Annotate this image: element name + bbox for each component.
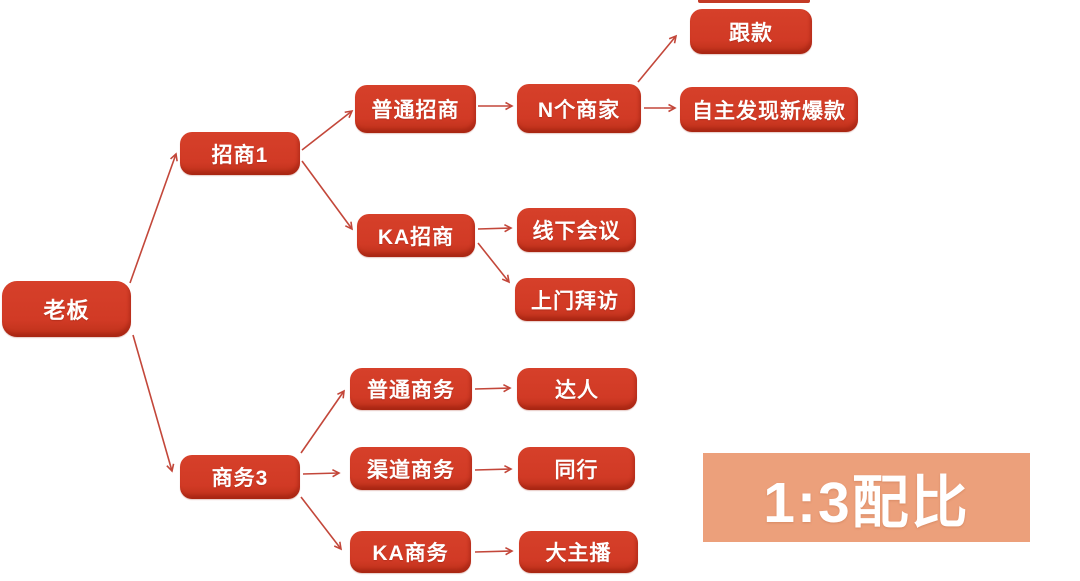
node-door-visit: 上门拜访 bbox=[515, 278, 635, 321]
edge-boss-sw3 bbox=[132, 334, 175, 473]
edge-zs1-ptzs bbox=[301, 109, 354, 151]
node-shangwu-3: 商务3 bbox=[180, 455, 300, 499]
node-ka-shangwu: KA商务 bbox=[350, 531, 471, 573]
node-boss: 老板 bbox=[2, 281, 131, 337]
edge-sw3-qdsw bbox=[302, 468, 341, 478]
node-putong-zhaoshang: 普通招商 bbox=[355, 85, 476, 133]
edge-sw3-kasw bbox=[300, 496, 343, 551]
node-discover-new-hits: 自主发现新爆款 bbox=[680, 87, 858, 132]
node-ka-zhaoshang: KA招商 bbox=[357, 214, 475, 257]
edge-kazs-smbf bbox=[477, 242, 511, 284]
node-dazhubo: 大主播 bbox=[519, 531, 638, 573]
edge-qdsw-tonghang bbox=[474, 464, 513, 474]
edge-kasw-dzb bbox=[474, 546, 514, 556]
edge-kazs-xxhy bbox=[477, 223, 513, 233]
node-zhaoshang-1: 招商1 bbox=[180, 132, 300, 175]
edge-boss-zs1 bbox=[129, 152, 178, 284]
edge-nmer-genkuan bbox=[637, 34, 678, 83]
node-n-merchants: N个商家 bbox=[517, 84, 641, 133]
node-offline-meeting: 线下会议 bbox=[517, 208, 636, 252]
cropped-box-edge bbox=[698, 0, 810, 3]
edge-sw3-ptsw bbox=[300, 389, 345, 454]
ratio-banner: 1:3配比 bbox=[703, 453, 1030, 542]
node-daren: 达人 bbox=[517, 368, 637, 410]
node-putong-shangwu: 普通商务 bbox=[350, 368, 472, 410]
node-qudao-shangwu: 渠道商务 bbox=[350, 447, 472, 490]
edge-zs1-kazs bbox=[301, 160, 353, 231]
node-tonghang: 同行 bbox=[518, 447, 635, 490]
edge-ptsw-daren bbox=[474, 383, 512, 393]
node-genkuan: 跟款 bbox=[690, 9, 812, 54]
